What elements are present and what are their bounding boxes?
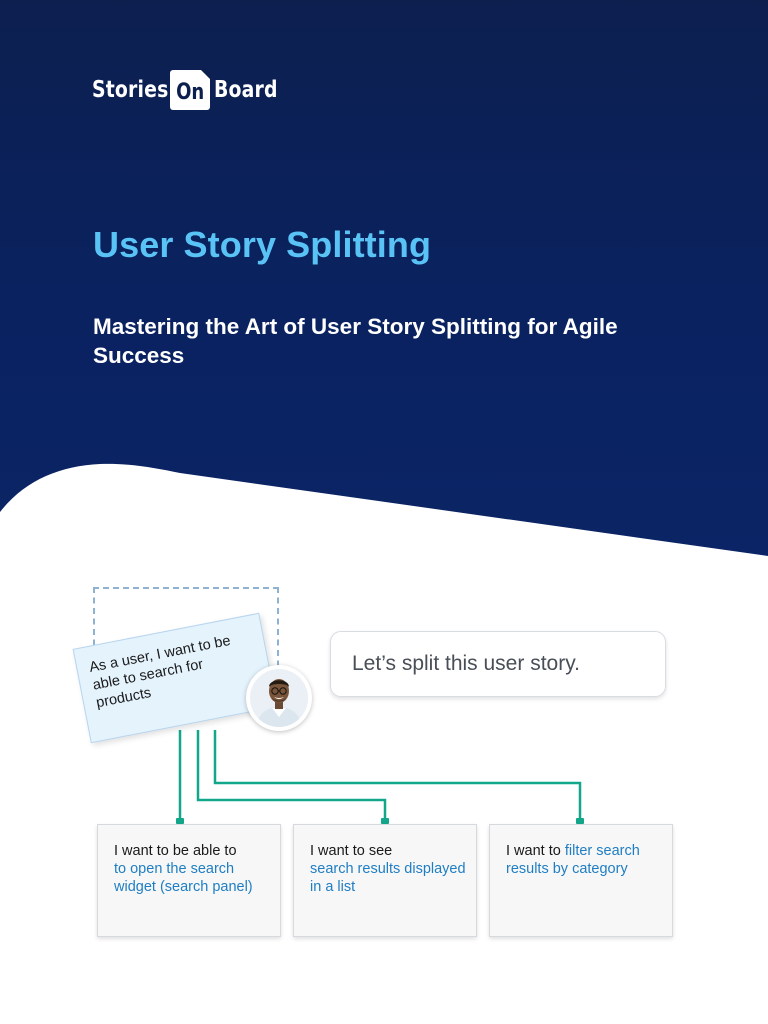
page-subtitle: Mastering the Art of User Story Splittin… [93, 314, 618, 368]
split-story-highlight: search results displayed in a list [310, 861, 466, 895]
split-story-prefix: I want to see [310, 843, 393, 859]
split-story-card: I want to filter search results by categ… [489, 824, 673, 937]
dashed-outline [93, 587, 279, 677]
hero-banner [0, 0, 768, 560]
split-story-highlight: to open the search widget (search panel) [114, 861, 253, 895]
logo-word-stories: Stories [92, 77, 169, 103]
connector-line-3 [213, 730, 582, 820]
split-story-card: I want to see search results displayed i… [293, 824, 477, 937]
storiesonboard-logo: Stories On Board [92, 68, 284, 112]
person-avatar-icon [250, 669, 308, 727]
hero-wave-shape [0, 0, 768, 560]
split-story-highlight: filter search results by category [506, 843, 640, 877]
logo-word-on: On [175, 79, 205, 105]
logo-on-box: On [170, 69, 211, 110]
speech-bubble: Let’s split this user story. [330, 631, 666, 697]
avatar [246, 665, 312, 731]
connector-line-2 [196, 730, 387, 820]
split-story-card: I want to be able to to open the search … [97, 824, 281, 937]
split-story-prefix: I want to be able to [114, 843, 237, 859]
logo-word-board: Board [214, 77, 278, 103]
page-title: User Story Splitting [93, 224, 432, 265]
speech-bubble-text: Let’s split this user story. [352, 652, 580, 675]
user-story-text: As a user, I want to be able to search f… [88, 632, 232, 712]
split-story-prefix: I want to [506, 843, 561, 859]
